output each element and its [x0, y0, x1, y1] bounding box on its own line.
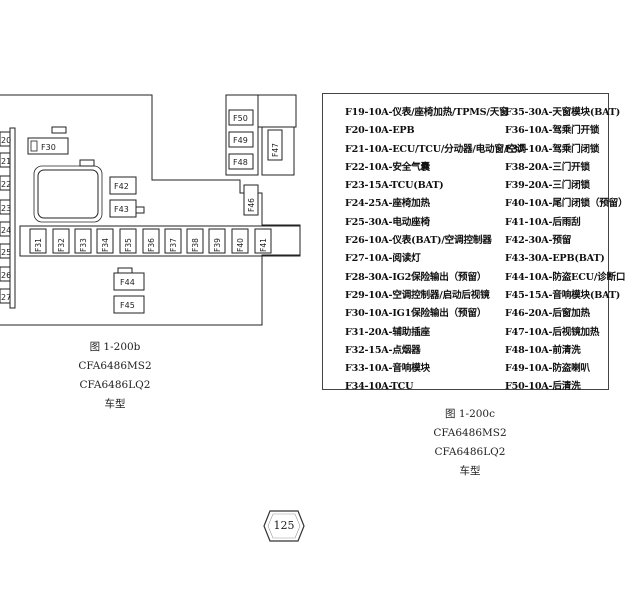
legend-item: F39-20A-三门闭锁 [505, 180, 590, 192]
fuse-label: F50 [233, 114, 248, 123]
legend-column-2: F35-30A-天窗模块(BAT) F36-10A-驾乘门开锁 F37-10A-… [505, 104, 627, 397]
fuse-f46: F46 [243, 184, 259, 216]
legend-item: F33-10A-音响模块 [345, 363, 430, 375]
legend-item: F46-20A-后窗加热 [505, 308, 590, 320]
caption-suffix: 车型 [104, 398, 126, 410]
relay-right [261, 126, 295, 176]
legend-item: F44-10A-防盗ECU/诊断口 [505, 271, 626, 283]
legend-item: F19-10A-仪表/座椅加热/TPMS/天窗 [345, 107, 509, 118]
relay-large-outer [33, 165, 103, 223]
legend-item: F24-25A-座椅加热 [345, 198, 430, 210]
tab [79, 159, 95, 167]
fuse-label: F49 [233, 136, 248, 145]
legend-item: F27-10A-阅读灯 [345, 253, 421, 265]
relay-top-right [257, 94, 297, 128]
fuse-label: F45 [120, 301, 135, 310]
legend-item: F36-10A-驾乘门开锁 [505, 125, 600, 137]
fuse-f40: F40 [236, 238, 245, 252]
legend-item: F45-15A-音响模块(BAT) [505, 289, 621, 301]
figure-number: 图 1-200b [89, 341, 141, 353]
fuse-label: F42 [114, 182, 129, 191]
fuse-f33: F33 [79, 238, 88, 252]
legend-item: F49-10A-防盗喇叭 [505, 363, 590, 375]
model-code: CFA6486MS2 [78, 360, 152, 372]
partial-fuse-label: 24 [1, 226, 11, 235]
fuse-f44: F44 [113, 272, 145, 291]
fuse-f35: F35 [124, 238, 133, 252]
legend-item: F21-10A-ECU/TCU/分动器/电动窗/空调 [345, 143, 526, 155]
legend-item: F50-10A-后清洗 [505, 381, 581, 393]
legend-item: F28-30A-IG2保险输出（预留） [345, 271, 487, 283]
legend-item: F42-30A-预留 [505, 235, 572, 247]
legend-item: F25-30A-电动座椅 [345, 216, 430, 228]
fuse-label: F47 [271, 143, 280, 157]
fuse-f36: F36 [147, 238, 156, 252]
fuse-label: F46 [247, 198, 256, 212]
figure-caption-right: 图 1-200c CFA6486MS2 CFA6486LQ2 车型 [395, 405, 545, 481]
fuse-f49: F49 [228, 131, 254, 148]
fuse-f50: F50 [228, 109, 254, 126]
legend-item: F29-10A-空调控制器/启动后视镜 [345, 289, 490, 301]
legend-item: F47-10A-后视镜加热 [505, 326, 600, 338]
partial-fuse-label: 22 [1, 180, 11, 189]
model-code: CFA6486LQ2 [434, 446, 506, 458]
legend-item: F22-10A-安全气囊 [345, 161, 430, 173]
partial-fuse-label: 27 [1, 293, 11, 302]
legend-item: F34-10A-TCU [345, 381, 414, 393]
legend-item: F37-10A-驾乘门闭锁 [505, 143, 600, 155]
fuse-f48: F48 [228, 153, 254, 170]
diamond-frame-icon [263, 510, 305, 542]
partial-fuse-label: 20 [1, 136, 11, 145]
partial-fuse-label: 25 [1, 248, 11, 257]
tab [51, 126, 67, 134]
legend-item: F30-10A-IG1保险输出（预留） [345, 308, 487, 320]
fuse-f39: F39 [213, 238, 222, 252]
model-code: CFA6486MS2 [433, 427, 507, 439]
fuse-f31: F31 [34, 238, 43, 252]
legend-item: F31-20A-辅助插座 [345, 326, 430, 338]
figure-caption-left: 图 1-200b CFA6486MS2 CFA6486LQ2 车型 [40, 338, 190, 414]
legend-column-1: F19-10A-仪表/座椅加热/TPMS/天窗 F20-10A-EPB F21-… [345, 104, 526, 397]
legend-item: F48-10A-前清洗 [505, 344, 581, 356]
partial-fuse-label: 26 [1, 271, 11, 280]
relay-block [225, 94, 259, 176]
fuse-label: F44 [120, 278, 135, 287]
fuse-label: F30 [41, 143, 56, 152]
fuse-f43: F43 [109, 199, 137, 218]
partial-fuse-label: 23 [1, 204, 11, 213]
fuse-box-diagram: 20 21 22 23 24 25 26 27 F30 F42 F43 [0, 94, 301, 326]
page-number-badge: 125 [263, 509, 305, 543]
fuse-label: F48 [233, 158, 248, 167]
relay-large [37, 169, 99, 219]
fuse-f45: F45 [113, 295, 145, 314]
fuse-f41: F41 [259, 238, 268, 252]
fuse-f32: F32 [57, 238, 66, 252]
fuse-row: F31 F32 F33 F34 F35 F36 F37 F38 F39 F40 … [19, 225, 301, 257]
legend-item: F43-30A-EPB(BAT) [505, 253, 605, 265]
legend-item: F20-10A-EPB [345, 125, 415, 137]
legend-item: F38-20A-三门开锁 [505, 161, 590, 173]
fuse-f47: F47 [267, 129, 283, 161]
fuse-label: F43 [114, 205, 129, 214]
fuse-f42: F42 [109, 176, 137, 195]
legend-item: F26-10A-仪表(BAT)/空调控制器 [345, 235, 492, 247]
fuse-legend-box: F19-10A-仪表/座椅加热/TPMS/天窗 F20-10A-EPB F21-… [322, 93, 627, 392]
figure-number: 图 1-200c [445, 408, 495, 420]
fuse-f30: F30 [27, 137, 69, 155]
legend-item: F41-10A-后雨刮 [505, 216, 581, 228]
fuse-f38: F38 [191, 238, 200, 252]
legend-item: F35-30A-天窗模块(BAT) [505, 107, 621, 118]
legend-item: F23-15A-TCU(BAT) [345, 180, 444, 192]
fuse-f37: F37 [169, 238, 178, 252]
fuse-box-outline [0, 94, 301, 326]
page-number: 125 [273, 519, 295, 532]
partial-fuse-label: 21 [1, 157, 11, 166]
caption-suffix: 车型 [459, 465, 481, 477]
fuse-f34: F34 [101, 238, 110, 252]
legend-item: F40-10A-尾门闭锁（预留） [505, 198, 627, 210]
legend-item: F32-15A-点烟器 [345, 344, 421, 356]
model-code: CFA6486LQ2 [79, 379, 151, 391]
